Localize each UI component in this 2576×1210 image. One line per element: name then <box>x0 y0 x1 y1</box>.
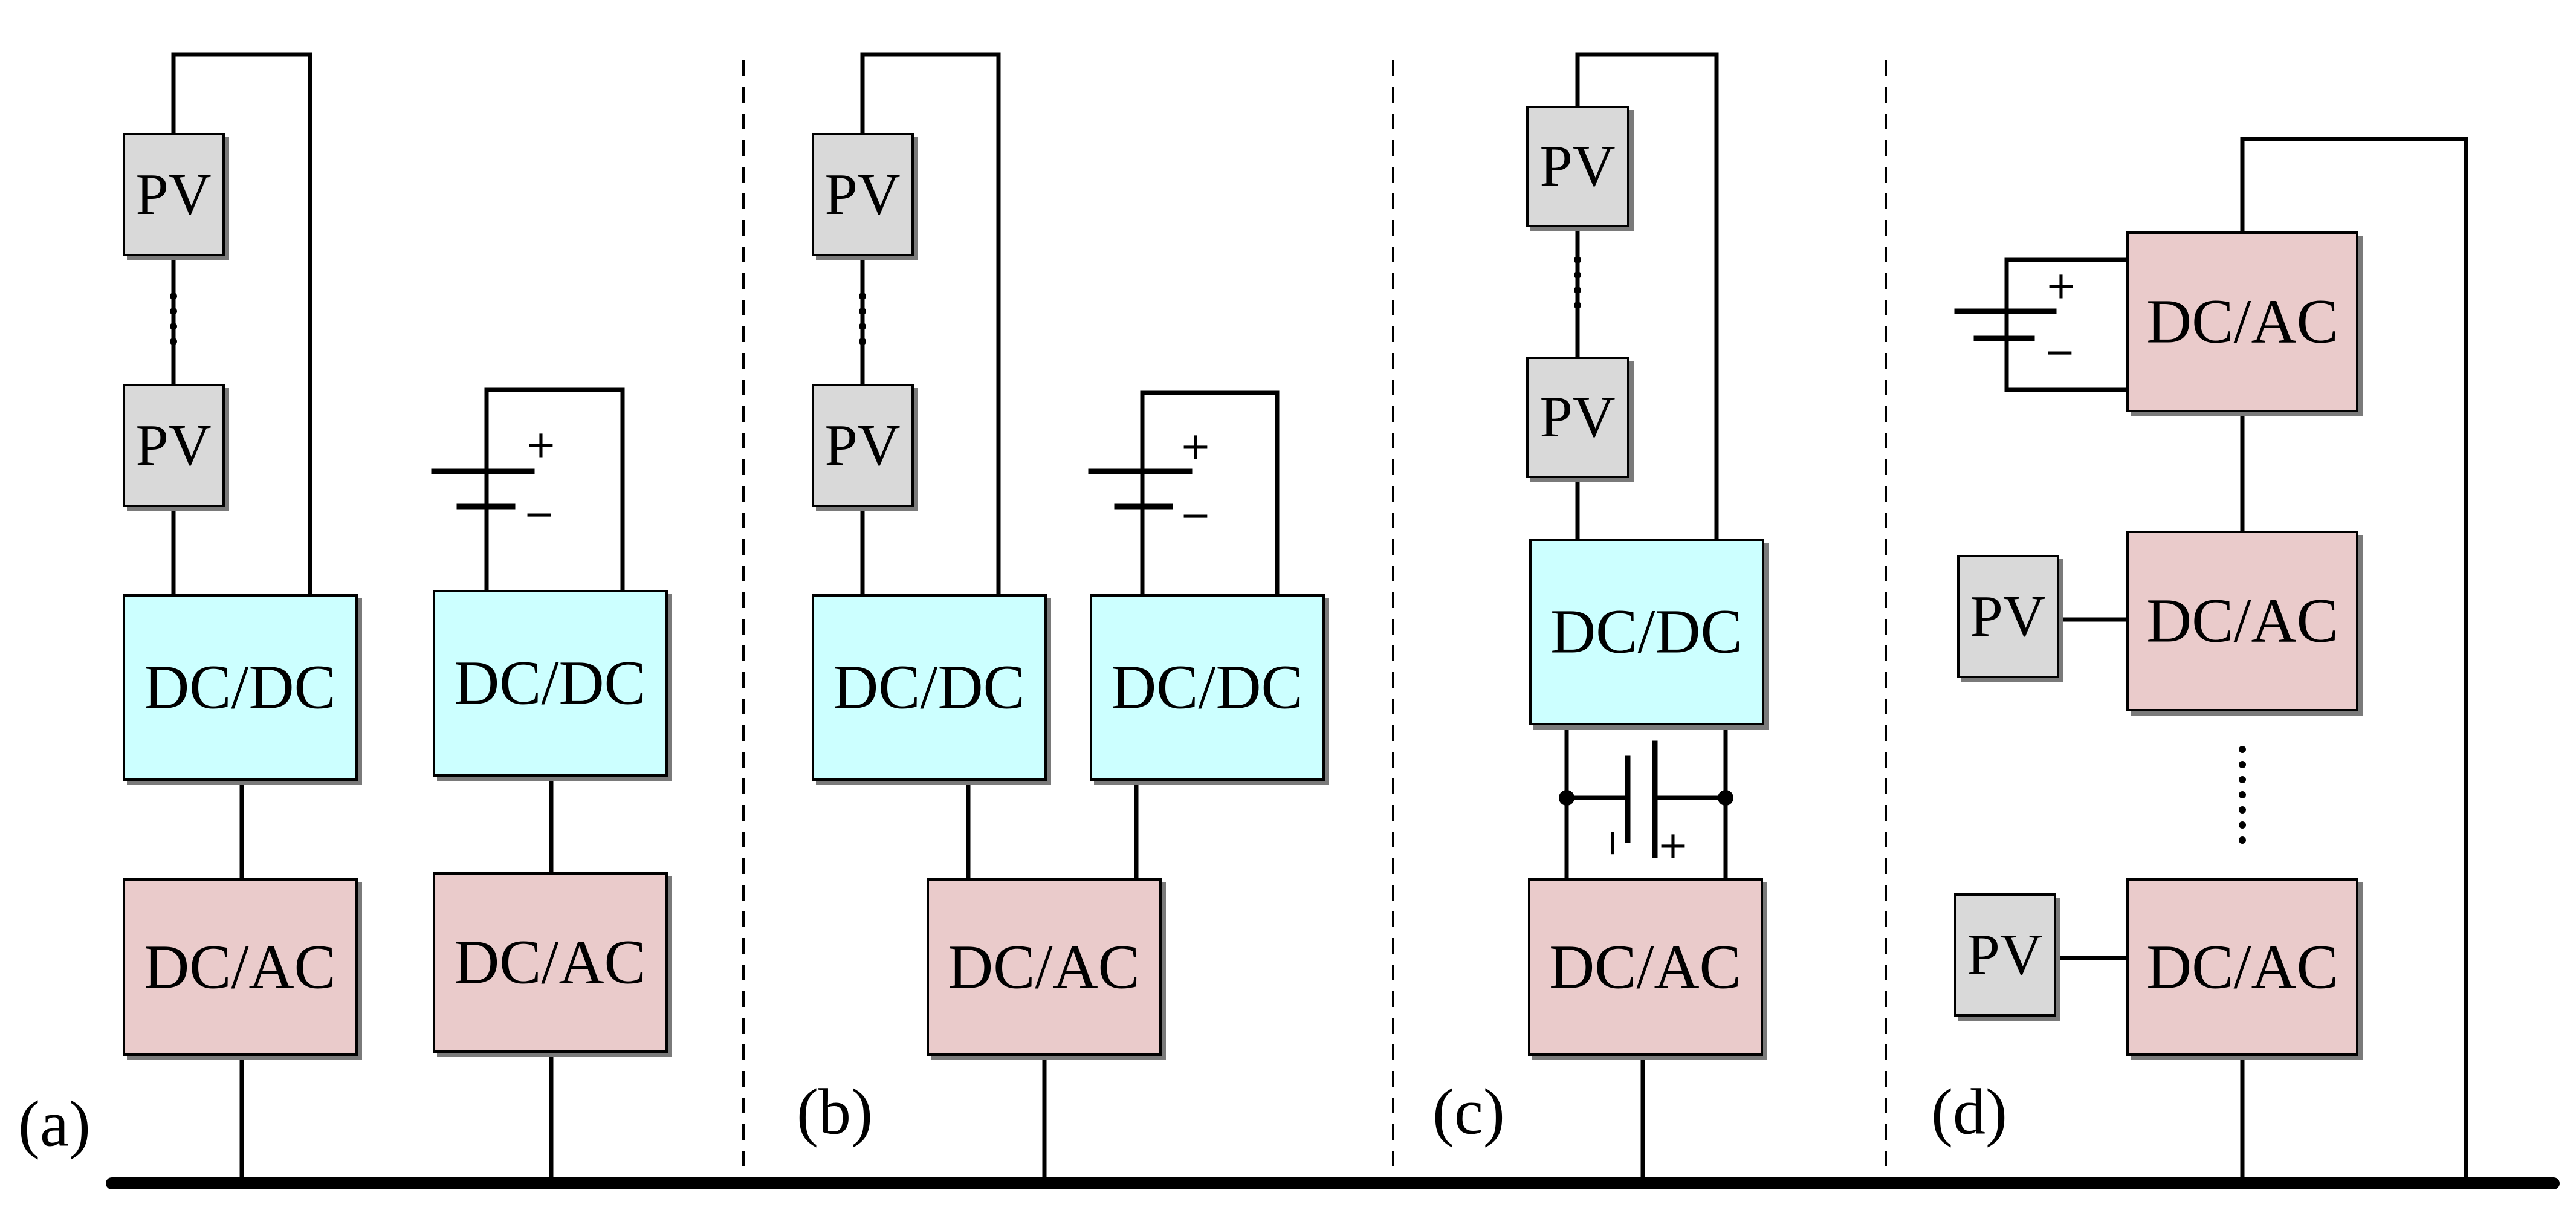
svg-text:PV: PV <box>824 413 900 478</box>
svg-text:DC/AC: DC/AC <box>144 933 336 1002</box>
panel-label-d: (d) <box>1931 1076 2007 1148</box>
svg-text:PV: PV <box>135 413 211 478</box>
panel-label-b: (b) <box>797 1076 873 1148</box>
pv-module: PV <box>1526 106 1629 227</box>
svg-text:+: + <box>2045 264 2077 308</box>
svg-text:+: + <box>525 422 557 467</box>
svg-text:−: − <box>1593 829 1634 858</box>
svg-text:+: + <box>1180 424 1211 468</box>
svg-text:−: − <box>523 492 555 536</box>
svg-text:DC/DC: DC/DC <box>833 653 1025 722</box>
dcac-inverter: DC/AC <box>433 872 668 1053</box>
dcac-inverter: DC/AC <box>927 878 1162 1056</box>
svg-text:−: − <box>2044 330 2076 374</box>
dcac-inverter: DC/AC <box>123 878 358 1056</box>
svg-text:DC/DC: DC/DC <box>454 649 646 718</box>
battery-icon: + − <box>431 422 557 536</box>
dcac-inverter: DC/AC <box>1528 878 1763 1056</box>
svg-text:DC/AC: DC/AC <box>2146 933 2338 1002</box>
svg-text:+: + <box>1657 823 1689 867</box>
svg-text:DC/DC: DC/DC <box>1550 597 1743 667</box>
pv-module: PV <box>123 384 225 507</box>
dcdc-converter: DC/DC <box>1090 594 1325 781</box>
svg-text:PV: PV <box>824 162 900 227</box>
svg-text:PV: PV <box>1967 922 2042 988</box>
dcdc-converter: DC/DC <box>123 594 358 781</box>
svg-text:DC/AC: DC/AC <box>2146 287 2338 357</box>
battery-icon: − + <box>1559 740 1733 867</box>
svg-text:DC/AC: DC/AC <box>948 933 1140 1002</box>
panel-label-a: (a) <box>18 1089 91 1160</box>
pv-module: PV <box>1526 357 1629 478</box>
svg-text:DC/AC: DC/AC <box>2146 586 2338 656</box>
dcac-inverter: DC/AC <box>2126 231 2358 412</box>
pv-module: PV <box>123 133 225 256</box>
svg-text:DC/DC: DC/DC <box>144 653 336 722</box>
svg-text:DC/AC: DC/AC <box>454 928 646 997</box>
ellipsis-dots <box>170 256 2246 844</box>
dcac-inverter: DC/AC <box>2126 878 2358 1056</box>
pv-module: PV <box>812 384 914 507</box>
pv-module: PV <box>1957 555 2059 678</box>
dcac-inverter: DC/AC <box>2126 531 2358 711</box>
pv-module: PV <box>1954 893 2056 1017</box>
battery-icon: + − <box>1954 264 2077 374</box>
dcdc-converter: DC/DC <box>433 590 668 777</box>
panel-label-c: (c) <box>1432 1076 1505 1148</box>
svg-text:PV: PV <box>1539 134 1615 199</box>
dcdc-converter: DC/DC <box>1529 539 1764 725</box>
battery-icon: + − <box>1088 424 1211 537</box>
svg-text:DC/DC: DC/DC <box>1111 653 1303 722</box>
svg-text:PV: PV <box>1970 584 2045 649</box>
svg-text:PV: PV <box>135 162 211 227</box>
svg-text:−: − <box>1180 493 1211 537</box>
svg-text:PV: PV <box>1539 384 1615 450</box>
dcdc-converter: DC/DC <box>812 594 1047 781</box>
pv-module: PV <box>812 133 914 256</box>
svg-text:DC/AC: DC/AC <box>1549 933 1741 1002</box>
